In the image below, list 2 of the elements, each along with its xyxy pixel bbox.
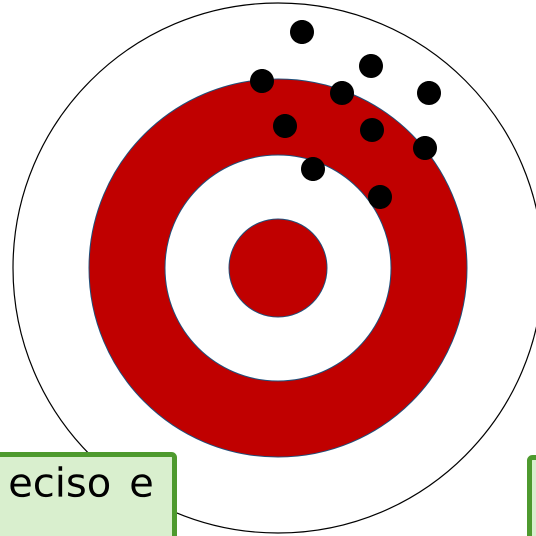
text-box: eciso e — [0, 452, 177, 536]
text-box — [527, 455, 536, 536]
